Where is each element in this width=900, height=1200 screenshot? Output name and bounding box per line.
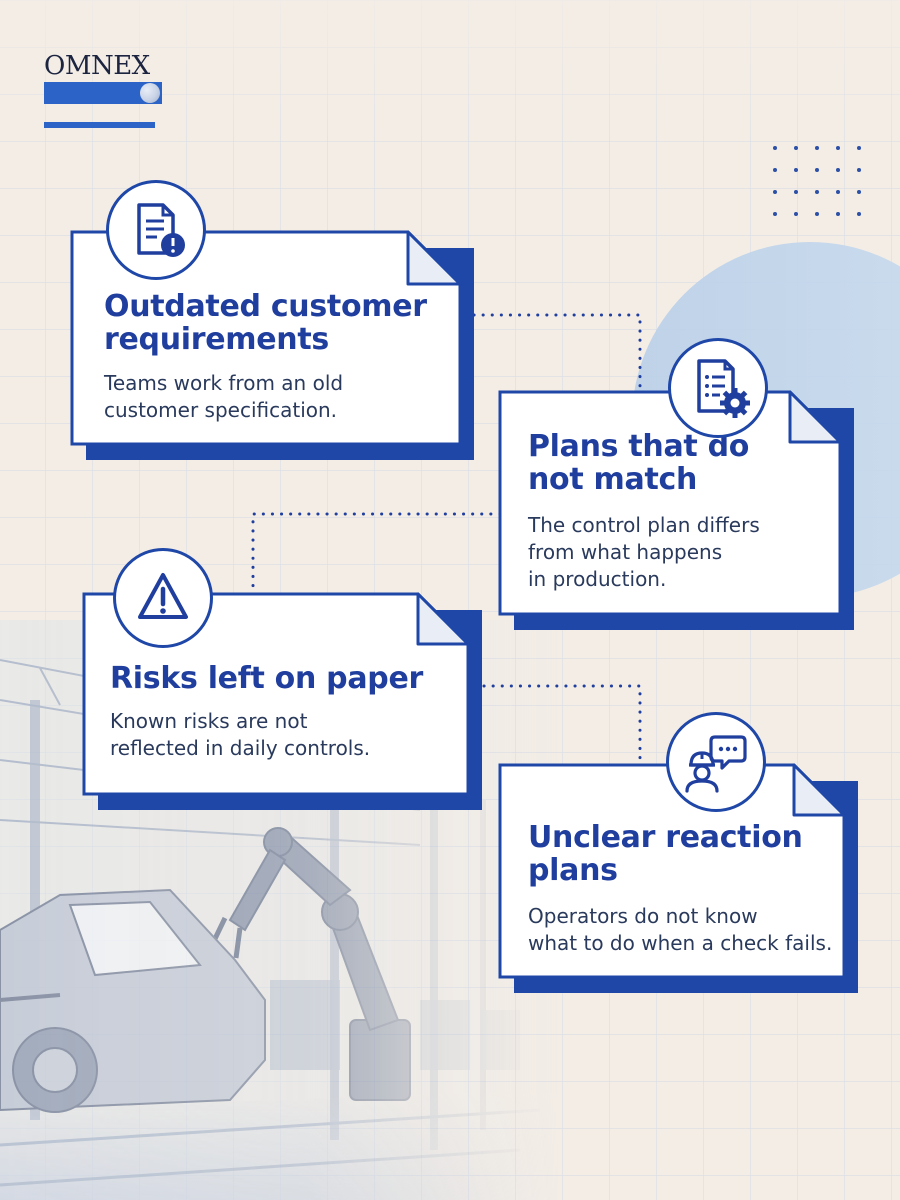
card-plans-mismatch: Plans that do not match The control plan… <box>498 390 856 632</box>
dot-matrix <box>773 146 861 216</box>
brand-bar <box>44 82 162 104</box>
connector-3-4 <box>482 684 642 767</box>
card-title: Plans that do not match <box>528 429 750 497</box>
operator-chat-icon <box>666 712 766 812</box>
card-shape <box>498 390 854 630</box>
card-title: Unclear reaction plans <box>528 820 803 888</box>
card-outdated-requirements: Outdated customer requirements Teams wor… <box>70 230 476 464</box>
card-description: Teams work from an old customer specific… <box>104 371 344 422</box>
card-description: The control plan differs from what happe… <box>528 513 760 591</box>
brand-wordmark: OMNEX <box>44 51 150 81</box>
connector-1-2 <box>472 313 642 394</box>
card-description: Known risks are not reflected in daily c… <box>110 709 371 760</box>
card-shape <box>498 763 858 993</box>
brand-logo: OMNEX <box>44 52 162 104</box>
brand-underline <box>44 122 155 128</box>
card-title: Risks left on paper <box>110 661 424 696</box>
card-description: Operators do not know what to do when a … <box>528 904 833 955</box>
card-shape <box>70 230 474 460</box>
dotted-connectors <box>251 313 642 767</box>
card-unclear-reaction-plans: Unclear reaction plans Operators do not … <box>498 763 860 995</box>
card-title: Outdated customer requirements <box>104 289 427 357</box>
document-alert-icon <box>106 180 206 280</box>
connector-2-3 <box>251 512 502 595</box>
warning-triangle-icon <box>113 548 213 648</box>
document-gear-icon <box>668 338 768 438</box>
globe-icon <box>140 83 160 103</box>
